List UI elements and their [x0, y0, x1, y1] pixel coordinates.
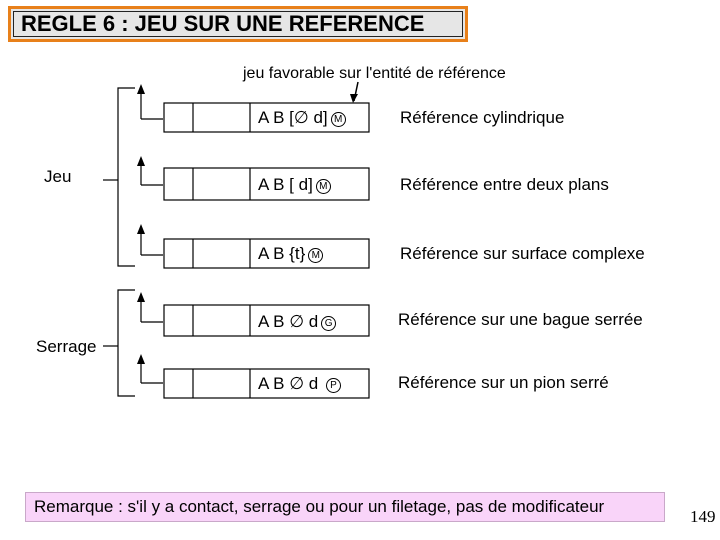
page-number: 149 — [690, 507, 716, 526]
diameter-symbol: ∅ — [293, 108, 309, 127]
page-title: REGLE 6 : JEU SUR UNE REFERENCE — [8, 6, 468, 42]
frame-2-description: Référence entre deux plans — [400, 175, 609, 194]
group-label-serrage: Serrage — [36, 337, 97, 356]
jeu-bracket — [103, 87, 163, 267]
frame-4-description: Référence sur une bague serrée — [398, 310, 643, 329]
frame-3 — [163, 238, 370, 269]
frame-3-description: Référence sur surface complexe — [400, 244, 645, 263]
frame-3-cell: A B {t}M — [258, 244, 324, 264]
frame-1-cell: A B [∅ d]M — [258, 108, 346, 128]
modifier-m-icon: M — [315, 179, 331, 194]
annotation-label: jeu favorable sur l'entité de référence — [243, 65, 506, 82]
annotation-arrowhead — [350, 94, 358, 103]
modifier-m-icon: M — [308, 248, 324, 263]
frame-2 — [163, 167, 370, 201]
serrage-bracket — [103, 289, 163, 397]
diameter-symbol: ∅ — [289, 312, 304, 331]
frame-2-cell: A B [ d]M — [258, 175, 331, 195]
group-label-jeu: Jeu — [44, 167, 72, 186]
diameter-symbol: ∅ — [289, 374, 304, 393]
frame-5-description: Référence sur un pion serré — [398, 373, 609, 392]
modifier-g-icon: G — [321, 316, 337, 331]
frame-5-cell: A B ∅ d P — [258, 374, 341, 394]
modifier-p-icon: P — [325, 378, 341, 393]
remark-box: Remarque : s'il y a contact, serrage ou … — [25, 492, 665, 522]
remark-text: Remarque : s'il y a contact, serrage ou … — [34, 497, 605, 516]
frame-5 — [163, 368, 370, 399]
frame-1-description: Référence cylindrique — [400, 108, 565, 127]
frame-4 — [163, 304, 370, 337]
modifier-m-icon: M — [330, 112, 346, 127]
frame-1 — [163, 102, 370, 133]
